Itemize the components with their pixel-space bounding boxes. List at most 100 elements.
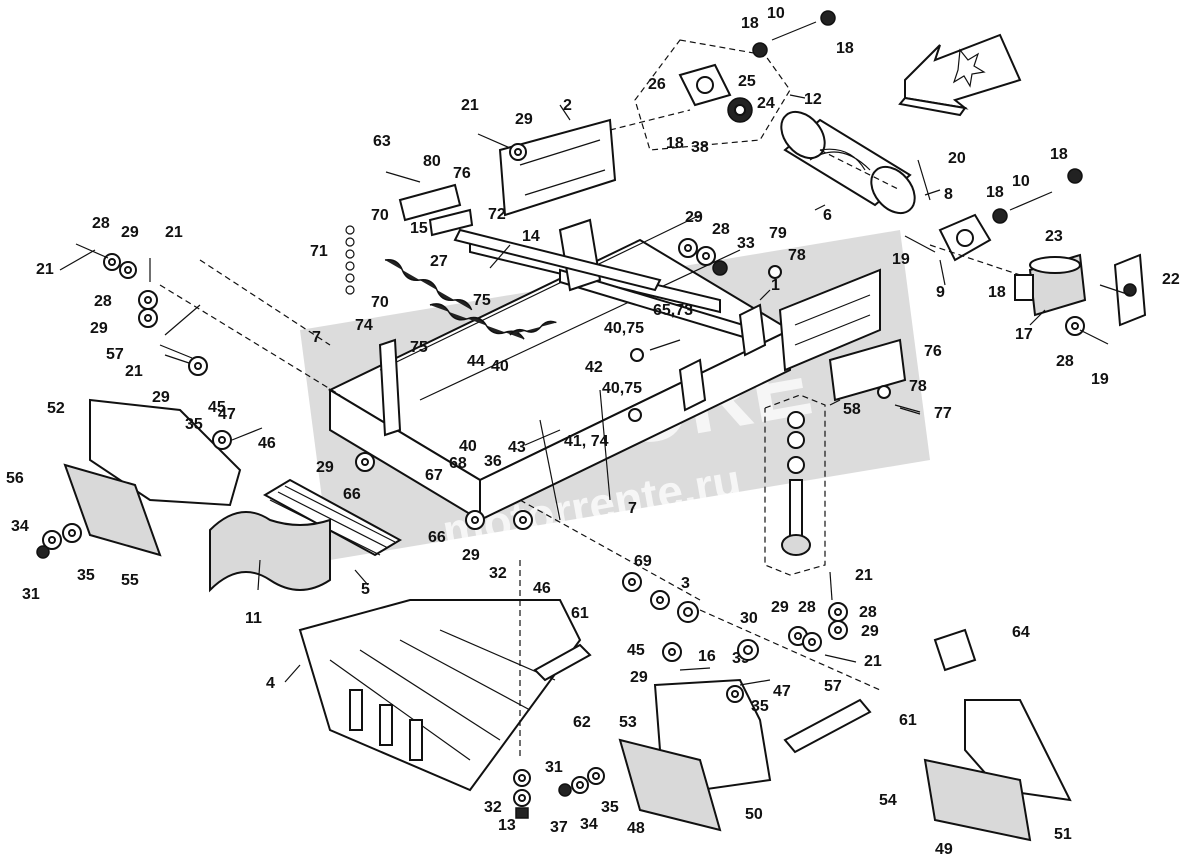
part-label: 21 [864, 653, 882, 670]
part-label: 28 [1056, 353, 1074, 370]
part-label: 5 [361, 581, 370, 598]
part-label: 64 [1012, 624, 1030, 641]
part-label: 28 [859, 604, 877, 621]
roller-drum [780, 110, 916, 215]
part-label: 48 [627, 820, 645, 837]
part-label: 28 [92, 215, 110, 232]
drive-shaft [533, 643, 872, 754]
shaft [453, 228, 662, 292]
part-label: 26 [648, 76, 666, 93]
part-label: 15 [410, 220, 428, 237]
part-label: 44 [467, 353, 485, 370]
part-label: 18 [741, 15, 759, 32]
part-label: 29 [685, 209, 703, 226]
part-label: 29 [152, 389, 170, 406]
part-label: 29 [462, 547, 480, 564]
part-label: 76 [453, 165, 471, 182]
part-label: 18 [988, 284, 1006, 301]
part-label: 4 [266, 675, 275, 692]
part-label: 55 [121, 572, 139, 589]
part-label: 20 [948, 150, 966, 167]
part-label: 29 [515, 111, 533, 128]
part-label: 40,75 [604, 320, 644, 337]
part-label: 70 [371, 207, 389, 224]
side-plate [498, 118, 617, 217]
part-label: 78 [909, 378, 927, 395]
part-label: 18 [1050, 146, 1068, 163]
part-label: 29 [90, 320, 108, 337]
part-label: 74 [355, 317, 373, 334]
part-label: 66 [343, 486, 361, 503]
part-label: 8 [944, 186, 953, 203]
part-label: 23 [1045, 228, 1063, 245]
part-label: 12 [804, 91, 822, 108]
leader-lines [59, 94, 1131, 683]
part-label: 29 [316, 459, 334, 476]
part-label: 28 [798, 599, 816, 616]
part-label: 63 [373, 133, 391, 150]
part-label: 7 [312, 329, 321, 346]
part-label: 57 [824, 678, 842, 695]
bolts [75, 21, 1109, 686]
part-label: 7 [628, 500, 637, 517]
part-label: 50 [745, 806, 763, 823]
part-label: 56 [6, 470, 24, 487]
part-label: 58 [843, 401, 861, 418]
hopper [298, 599, 582, 792]
part-label: 14 [522, 228, 540, 245]
part-label: 75 [410, 339, 428, 356]
gear [727, 97, 753, 123]
part-label: 47 [773, 683, 791, 700]
part-label: 31 [545, 759, 563, 776]
brush-strip [63, 463, 1032, 842]
part-label: 31 [22, 586, 40, 603]
part-label: 80 [423, 153, 441, 170]
part-label: 21 [165, 224, 183, 241]
part-label: 71 [310, 243, 328, 260]
rubber-mat [209, 511, 331, 593]
part-label: 9 [936, 284, 945, 301]
part-label: 35 [77, 567, 95, 584]
part-label: 29 [771, 599, 789, 616]
part-label: 70 [371, 294, 389, 311]
part-label: 66 [428, 529, 446, 546]
gasket [828, 338, 907, 402]
part-label: 42 [585, 359, 603, 376]
part-label: 21 [36, 261, 54, 278]
part-label: 1 [771, 277, 780, 294]
cylinder-block [933, 628, 977, 672]
part-label: 33 [737, 235, 755, 252]
part-label: 35 [601, 799, 619, 816]
part-label: 28 [712, 221, 730, 238]
part-label: 57 [106, 346, 124, 363]
part-label: 35 [751, 698, 769, 715]
part-label: 10 [1012, 173, 1030, 190]
part-label: 65,73 [653, 302, 693, 319]
part-label: 51 [1054, 826, 1072, 843]
bearing-housing [678, 63, 992, 262]
part-label: 13 [498, 817, 516, 834]
part-label: 77 [934, 405, 952, 422]
part-label: 53 [619, 714, 637, 731]
part-label: 18 [666, 135, 684, 152]
part-label: 28 [94, 293, 112, 310]
part-label: 21 [125, 363, 143, 380]
part-label: 29 [121, 224, 139, 241]
part-label: 61 [899, 712, 917, 729]
side-plate-right [778, 268, 881, 372]
part-label: 38 [691, 139, 709, 156]
part-label: 37 [550, 819, 568, 836]
part-label: 34 [580, 816, 598, 833]
part-label: 40 [459, 438, 477, 455]
part-label: 40,75 [602, 380, 642, 397]
direction-arrow-icon [898, 33, 1022, 117]
part-label: 3 [681, 575, 690, 592]
part-label: 27 [430, 253, 448, 270]
part-label: 2 [563, 97, 572, 114]
part-labels: 1 2 3 4 5 6 7 7 8 9 10 10 11 12 13 14 15… [6, 5, 1180, 858]
part-label: 32 [489, 565, 507, 582]
part-label: 21 [855, 567, 873, 584]
part-label: 46 [533, 580, 551, 597]
fasteners [36, 10, 1085, 819]
